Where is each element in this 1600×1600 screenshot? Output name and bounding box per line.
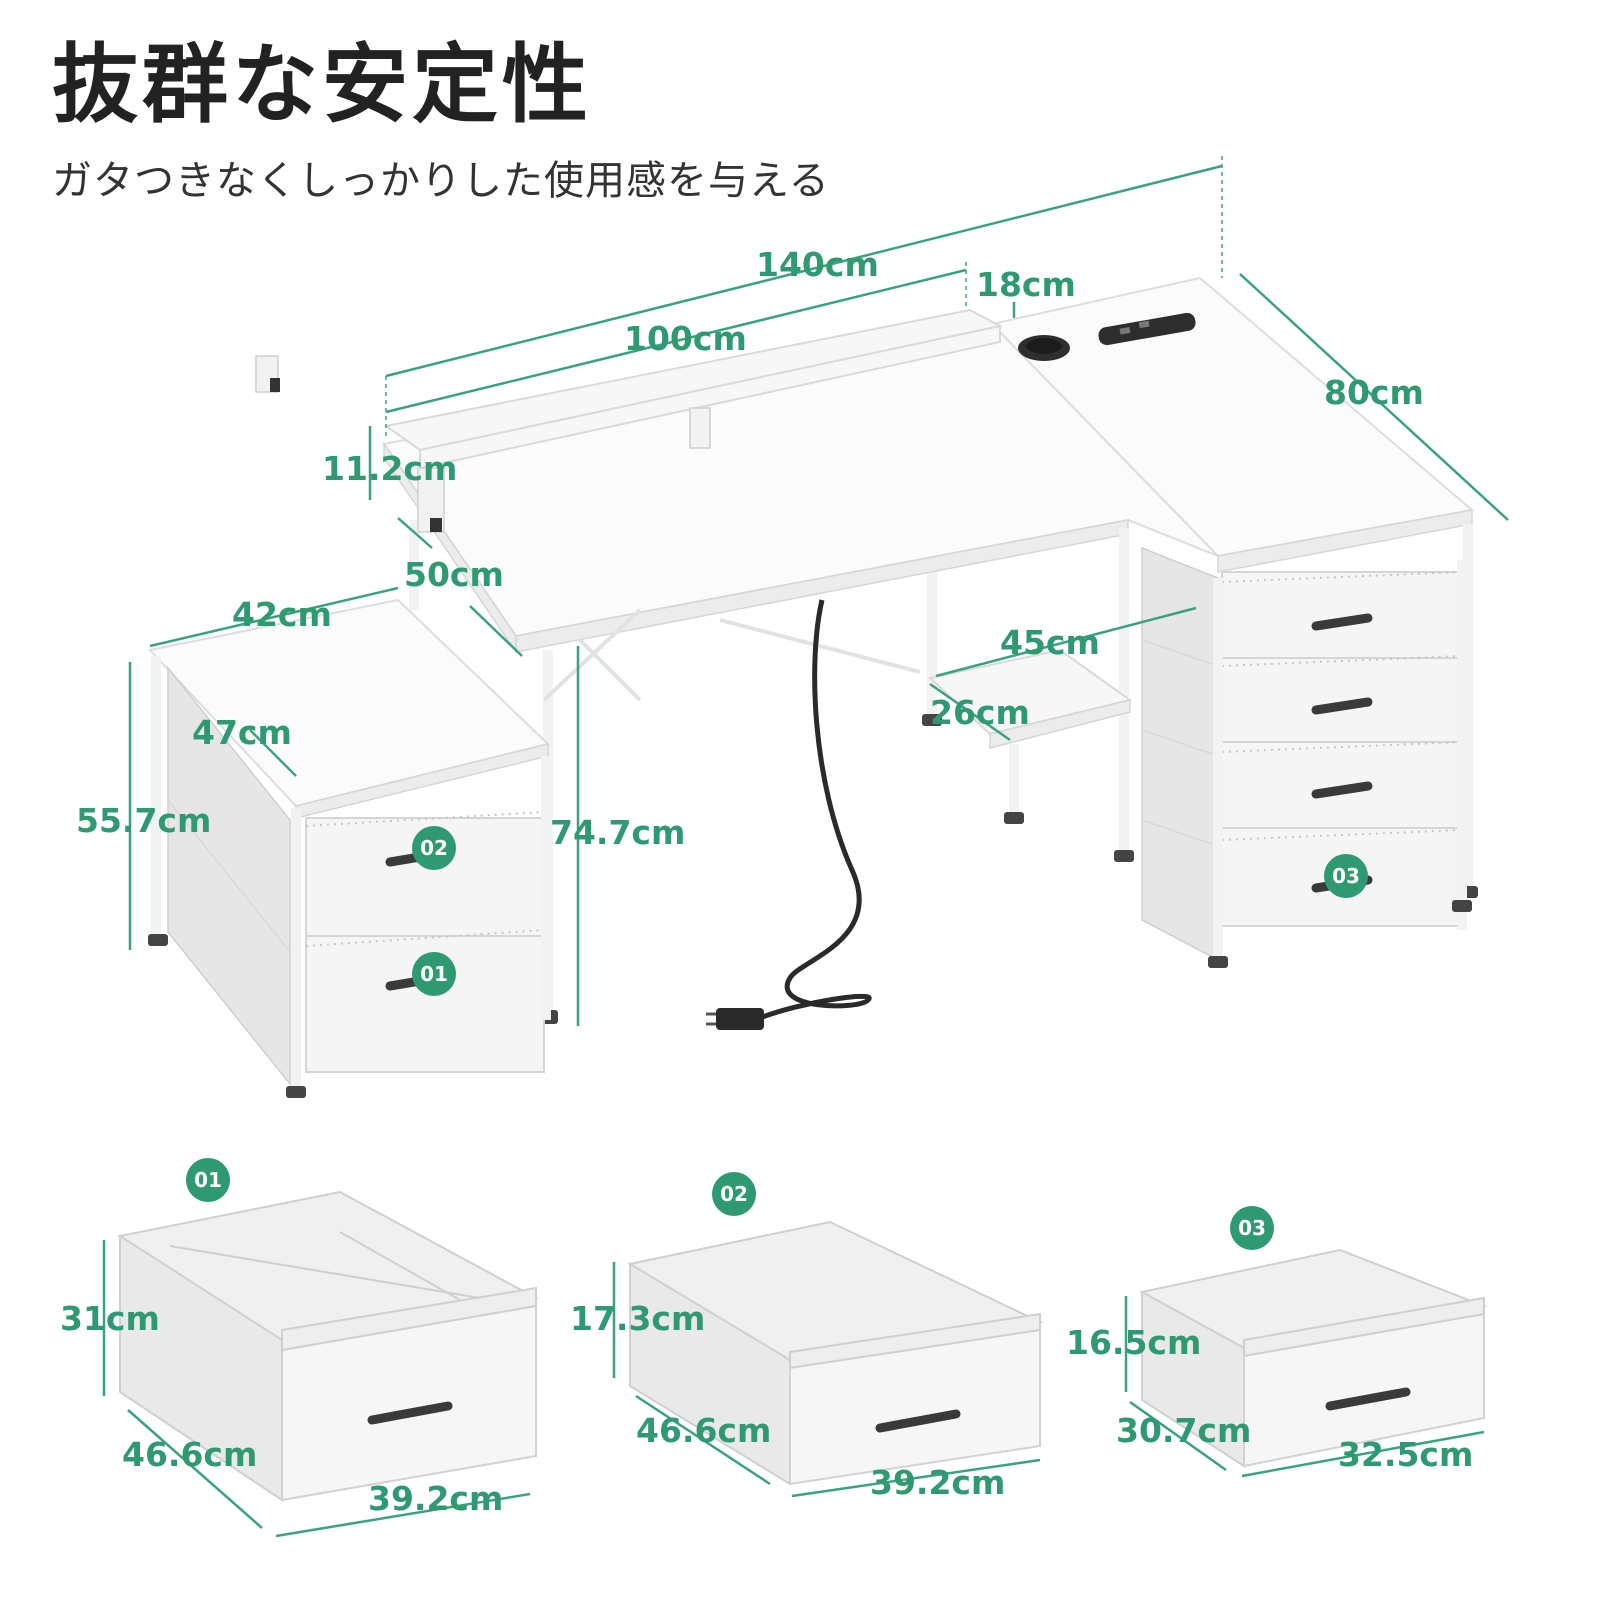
drawer-03-height: 16.5cm: [1066, 1323, 1201, 1362]
svg-text:02: 02: [720, 1182, 748, 1206]
badge-03-on-cabinet: 03: [1324, 854, 1368, 898]
drawer-02-width: 39.2cm: [870, 1463, 1005, 1502]
dim-total-width: 140cm: [756, 245, 879, 284]
dim-cabinet-width: 42cm: [232, 595, 332, 634]
drawer-01-width: 39.2cm: [368, 1479, 503, 1518]
svg-text:03: 03: [1238, 1216, 1266, 1240]
left-drawer-cabinet: [148, 598, 551, 1098]
drawer-01-height: 31cm: [60, 1299, 160, 1338]
drawer-bin-01: 01: [102, 1158, 540, 1538]
right-drawer-cabinet: [1141, 546, 1472, 968]
dim-desk-depth: 50cm: [404, 555, 504, 594]
drawer-01-depth: 46.6cm: [122, 1435, 257, 1474]
dim-shelf-width: 100cm: [624, 319, 747, 358]
svg-text:02: 02: [420, 836, 448, 860]
dim-cabinet-depth: 47cm: [192, 713, 292, 752]
svg-text:01: 01: [194, 1168, 222, 1192]
desk-measurements: [128, 156, 1509, 1026]
power-plug: [716, 1008, 764, 1030]
drawer-bin-03: 03: [1124, 1206, 1488, 1478]
svg-text:03: 03: [1332, 864, 1360, 888]
badge-01-on-cabinet: 01: [412, 952, 456, 996]
drawer-02-depth: 46.6cm: [636, 1411, 771, 1450]
dim-side-depth: 80cm: [1324, 373, 1424, 412]
dim-lower-shelf-depth: 26cm: [930, 693, 1030, 732]
dim-desk-height: 74.7cm: [550, 813, 685, 852]
dim-cabinet-height: 55.7cm: [76, 801, 211, 840]
drawer-03-width: 32.5cm: [1338, 1435, 1473, 1474]
power-strip: [1098, 312, 1196, 346]
drawer-bin-02: 02: [612, 1172, 1044, 1498]
power-cord: [759, 599, 872, 1021]
dim-shelf-depth: 18cm: [976, 265, 1076, 304]
l-shaped-desk: [255, 276, 1478, 1030]
badge-02-on-cabinet: 02: [412, 826, 456, 870]
dim-lower-shelf-width: 45cm: [1000, 623, 1100, 662]
page-title: 抜群な安定性: [52, 35, 592, 135]
drawer-handle: [1311, 613, 1373, 631]
drawer-03-depth: 30.7cm: [1116, 1411, 1251, 1450]
svg-text:01: 01: [420, 962, 448, 986]
dim-shelf-height: 11.2cm: [322, 449, 457, 488]
drawer-02-height: 17.3cm: [570, 1299, 705, 1338]
page-subtitle: ガタつきなくしっかりした使用感を与える: [52, 158, 830, 204]
